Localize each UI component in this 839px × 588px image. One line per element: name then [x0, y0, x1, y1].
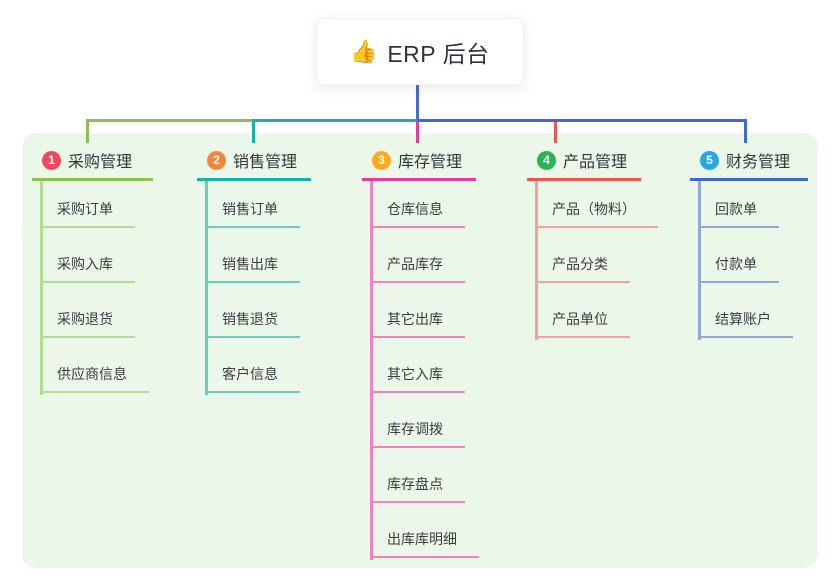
- branch-4-drop-line: [554, 119, 557, 143]
- child-topic-3-7[interactable]: 出库库明细: [370, 530, 479, 558]
- child-topic-5-1[interactable]: 回款单: [698, 200, 779, 228]
- child-topic-3-5[interactable]: 库存调拨: [370, 420, 465, 448]
- branch-topic-label: 采购管理: [68, 154, 133, 171]
- bus-segment-teal: [252, 119, 417, 122]
- branch-topic-label: 财务管理: [726, 154, 791, 171]
- child-topic-5-3[interactable]: 结算账户: [698, 310, 793, 338]
- child-topic-4-3[interactable]: 产品单位: [535, 310, 630, 338]
- branch-number-badge: 1: [42, 150, 61, 170]
- child-topic-1-4[interactable]: 供应商信息: [40, 365, 149, 393]
- branch-topic-label: 产品管理: [563, 154, 628, 171]
- branch-1-drop-line: [86, 119, 89, 143]
- branch-number-badge: 3: [372, 150, 391, 170]
- branch-5-drop-line: [744, 119, 747, 143]
- root-connector-line: [416, 83, 419, 122]
- bus-segment-blue: [417, 119, 747, 122]
- child-topic-4-1[interactable]: 产品（物料）: [535, 200, 658, 228]
- child-topic-2-2[interactable]: 销售出库: [205, 255, 300, 283]
- child-topic-2-1[interactable]: 销售订单: [205, 200, 300, 228]
- bus-segment-green: [86, 119, 417, 122]
- child-topic-1-1[interactable]: 采购订单: [40, 200, 135, 228]
- branch-topic-label: 销售管理: [233, 154, 298, 171]
- child-topic-2-3[interactable]: 销售退货: [205, 310, 300, 338]
- branch-1-trunk-line: [40, 178, 43, 395]
- root-topic-label: ERP 后台: [387, 40, 490, 67]
- child-topic-3-1[interactable]: 仓库信息: [370, 200, 465, 228]
- branch-number-badge: 5: [700, 150, 719, 170]
- branch-number-badge: 4: [537, 150, 556, 170]
- branch-topic-5[interactable]: 5 财务管理: [690, 148, 808, 181]
- branch-topic-2[interactable]: 2 销售管理: [197, 148, 312, 181]
- branch-4-trunk-line: [535, 178, 538, 340]
- root-topic[interactable]: 👍 ERP 后台: [316, 18, 524, 85]
- child-topic-3-2[interactable]: 产品库存: [370, 255, 465, 283]
- thumbs-up-icon: 👍: [350, 38, 379, 64]
- branch-2-trunk-line: [205, 178, 208, 395]
- branch-5-trunk-line: [698, 178, 701, 340]
- branch-2-drop-line: [252, 119, 255, 143]
- child-topic-1-3[interactable]: 采购退货: [40, 310, 135, 338]
- branch-number-badge: 2: [207, 150, 226, 170]
- child-topic-3-3[interactable]: 其它出库: [370, 310, 465, 338]
- child-topic-3-6[interactable]: 库存盘点: [370, 475, 465, 503]
- child-topic-3-4[interactable]: 其它入库: [370, 365, 465, 393]
- branch-3-drop-line: [416, 119, 419, 143]
- child-topic-5-2[interactable]: 付款单: [698, 255, 779, 283]
- branch-topic-label: 库存管理: [398, 154, 463, 171]
- branches-background-panel: [22, 133, 818, 568]
- child-topic-1-2[interactable]: 采购入库: [40, 255, 135, 283]
- branch-topic-3[interactable]: 3 库存管理: [362, 148, 477, 181]
- branch-topic-4[interactable]: 4 产品管理: [527, 148, 642, 181]
- child-topic-4-2[interactable]: 产品分类: [535, 255, 630, 283]
- child-topic-2-4[interactable]: 客户信息: [205, 365, 300, 393]
- branch-3-trunk-line: [370, 178, 373, 560]
- branch-topic-1[interactable]: 1 采购管理: [32, 148, 153, 181]
